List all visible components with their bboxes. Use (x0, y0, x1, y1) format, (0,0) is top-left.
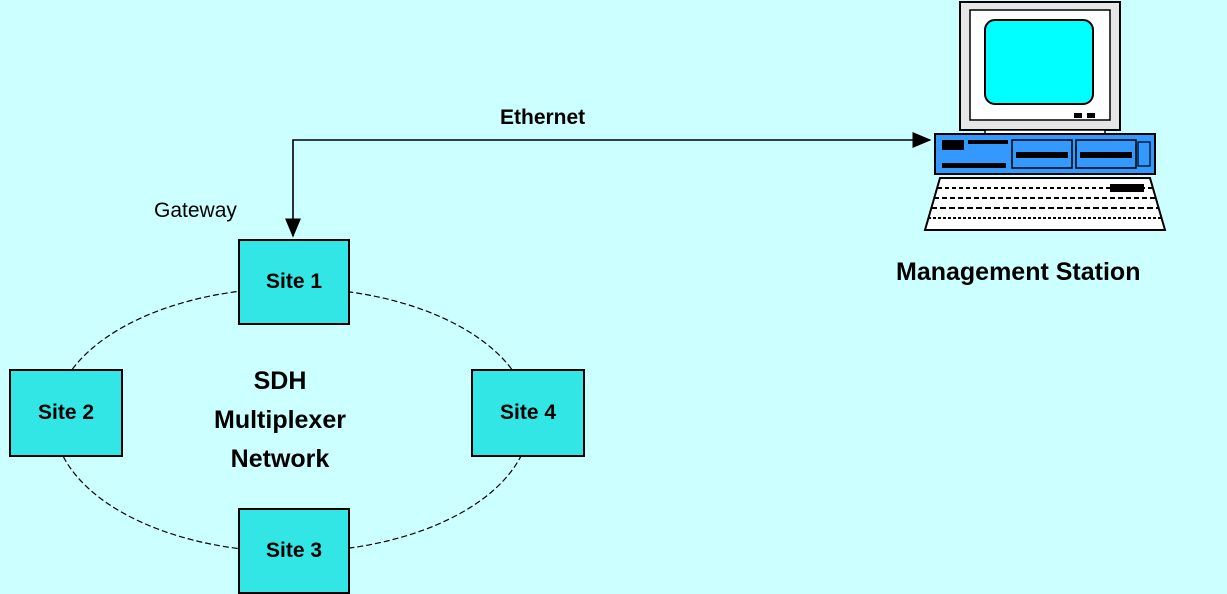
site-2-node: Site 2 (9, 369, 123, 457)
network-label-line-2: Multiplexer (214, 406, 346, 434)
ethernet-link (285, 132, 932, 238)
ethernet-label: Ethernet (500, 106, 586, 129)
network-label-line-3: Network (230, 445, 330, 473)
site-3-node: Site 3 (238, 508, 350, 594)
site-1-node: Site 1 (238, 239, 350, 325)
management-station-label: Management Station (896, 258, 1141, 286)
gateway-label: Gateway (154, 199, 237, 222)
site-4-node: Site 4 (471, 369, 585, 457)
computer-icon (923, 1, 1167, 231)
network-label: SDH Multiplexer Network (190, 362, 370, 479)
network-label-line-1: SDH (253, 367, 307, 395)
